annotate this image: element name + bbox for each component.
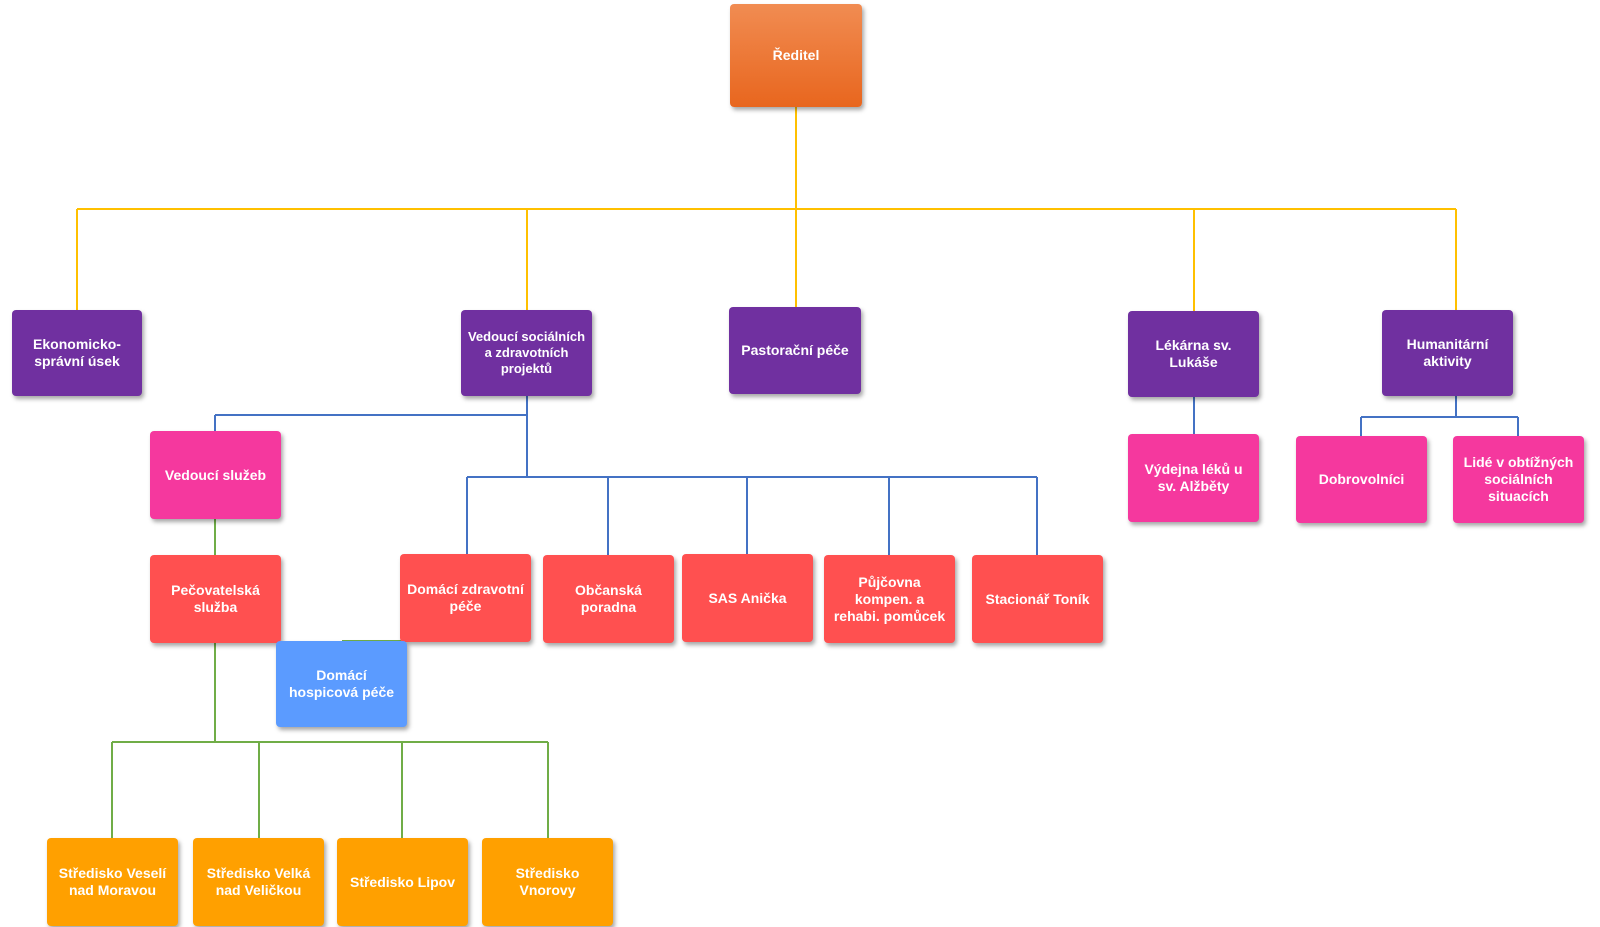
node-ekonomicko-spravni-usek[interactable]: Ekonomicko-správní úsek	[12, 310, 142, 396]
node-label: Půjčovna kompen. a rehabi. pomůcek	[833, 573, 946, 624]
node-label: Výdejna léků u sv. Alžběty	[1144, 461, 1243, 494]
node-pastoracni-pece[interactable]: Pastorační péče	[729, 307, 861, 394]
node-pecovatelska-sluzba[interactable]: Pečovatelská služba	[150, 555, 281, 643]
node-label: Středisko Lipov	[349, 873, 456, 890]
node-label: Ředitel	[772, 47, 820, 63]
node-lekarna[interactable]: Lékárna sv. Lukáše	[1128, 311, 1259, 397]
node-pujcovna[interactable]: Půjčovna kompen. a rehabi. pomůcek	[824, 555, 955, 643]
node-label: Středisko Vnorovy	[515, 865, 580, 898]
node-domaci-zdravotni-pece[interactable]: Domácí zdravotní péče	[400, 554, 531, 642]
node-label: Humanitární aktivity	[1406, 336, 1489, 369]
node-vedouci-socialnich-projektu[interactable]: Vedoucí sociálních a zdravotních projekt…	[461, 310, 592, 396]
node-dobrovolnici[interactable]: Dobrovolníci	[1296, 436, 1427, 523]
node-label: Středisko Veselí nad Moravou	[58, 865, 167, 898]
node-stredisko-velka[interactable]: Středisko Velká nad Veličkou	[193, 838, 324, 926]
node-label: Ekonomicko-správní úsek	[33, 336, 121, 369]
node-label: Stacionář Toník	[985, 590, 1090, 607]
node-label: SAS Anička	[708, 589, 787, 606]
node-humanitarni-aktivity[interactable]: Humanitární aktivity	[1382, 310, 1513, 396]
node-domaci-hospicova-pece[interactable]: Domácí hospicová péče	[276, 641, 407, 727]
node-label: Středisko Velká nad Veličkou	[206, 865, 311, 898]
node-label: Domácí zdravotní péče	[407, 581, 524, 614]
node-sas-anicka[interactable]: SAS Anička	[682, 554, 813, 642]
node-label: Pečovatelská služba	[171, 582, 260, 615]
node-label: Lidé v obtížných sociálních situacích	[1463, 454, 1574, 504]
node-vedouci-sluzeb[interactable]: Vedoucí služeb	[150, 431, 281, 519]
node-stredisko-vnorovy[interactable]: Středisko Vnorovy	[482, 838, 613, 926]
node-label: Pastorační péče	[741, 342, 849, 358]
node-stacionar-tonik[interactable]: Stacionář Toník	[972, 555, 1103, 643]
node-label: Občanská poradna	[575, 582, 642, 615]
node-stredisko-veseli[interactable]: Středisko Veselí nad Moravou	[47, 838, 178, 926]
node-label: Vedoucí služeb	[164, 466, 267, 483]
node-label: Vedoucí sociálních a zdravotních projekt…	[467, 329, 586, 376]
node-lide-v-obtiznych-situacich[interactable]: Lidé v obtížných sociálních situacích	[1453, 436, 1584, 523]
node-stredisko-lipov[interactable]: Středisko Lipov	[337, 838, 468, 926]
node-label: Dobrovolníci	[1318, 471, 1405, 487]
node-obcanska-poradna[interactable]: Občanská poradna	[543, 555, 674, 643]
node-reditel[interactable]: Ředitel	[730, 4, 862, 107]
node-vydejna-leku[interactable]: Výdejna léků u sv. Alžběty	[1128, 434, 1259, 522]
node-label: Lékárna sv. Lukáše	[1155, 337, 1232, 370]
node-label: Domácí hospicová péče	[288, 667, 395, 700]
